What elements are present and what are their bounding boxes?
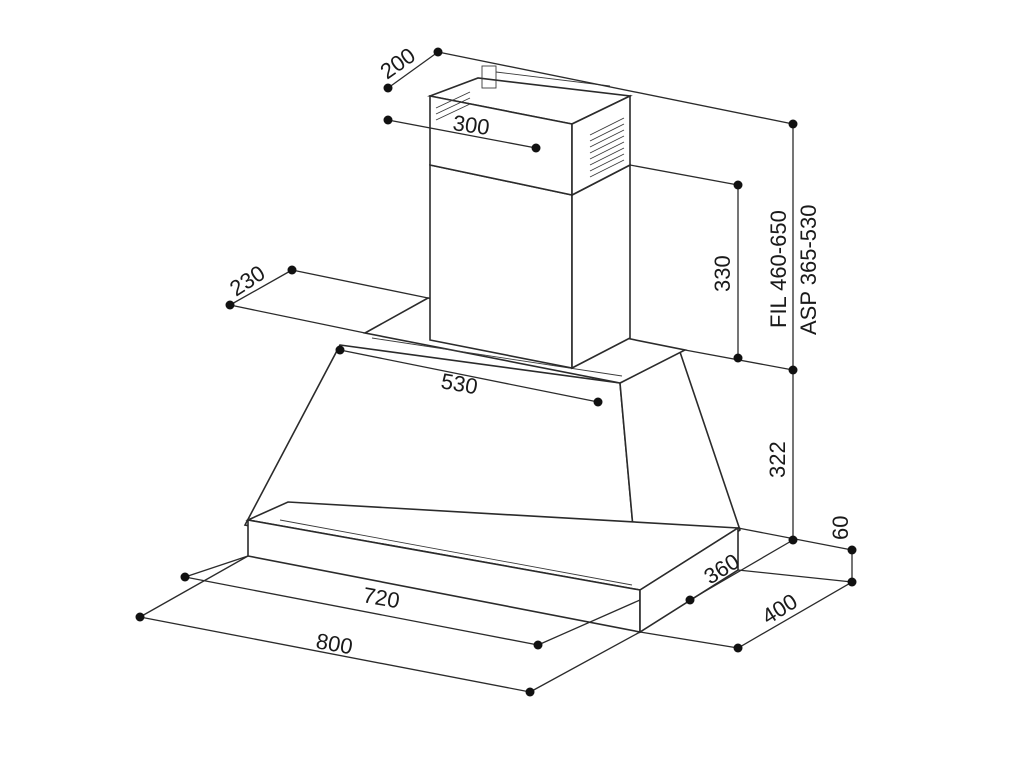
ext-line-720-right	[537, 599, 641, 646]
hood-body	[243, 65, 741, 634]
ext-line-400	[639, 631, 739, 649]
chimney-front-face	[429, 164, 573, 369]
ext-line-230-top	[291, 269, 429, 299]
ext-line-top	[437, 51, 794, 125]
label-200: 200	[376, 43, 420, 85]
ext-line-800-right	[529, 631, 641, 693]
ext-line-230-bottom	[229, 304, 366, 334]
chimney-side-face	[571, 163, 631, 370]
dim-line-530	[339, 349, 599, 403]
dim-line-720	[184, 576, 539, 646]
dimension-dots	[135, 47, 857, 697]
ext-line-800-left	[139, 555, 249, 618]
label-230: 230	[225, 260, 269, 301]
dim-line-400	[737, 581, 853, 649]
label-322: 322	[765, 441, 790, 478]
ext-line-720-left	[184, 555, 249, 578]
rim-inner-edge	[279, 519, 633, 586]
label-60: 60	[828, 516, 853, 540]
dim-line-300	[387, 119, 537, 149]
vent-slots-back	[435, 91, 471, 121]
label-800: 800	[314, 628, 355, 659]
ext-line-60-bottom	[737, 569, 853, 583]
label-330: 330	[710, 255, 735, 292]
label-720: 720	[361, 582, 402, 613]
dim-line-360	[689, 539, 794, 601]
label-asp: ASP 365-530	[796, 205, 821, 335]
label-fil: FIL 460-650	[766, 210, 791, 328]
dim-line-230	[229, 269, 293, 306]
vent-slots-side	[589, 117, 625, 178]
dim-line-200	[387, 51, 439, 89]
mounting-bracket	[481, 65, 497, 89]
top-plate-edge	[371, 337, 623, 377]
dim-line-800	[139, 616, 531, 693]
ext-line-330-top	[629, 164, 739, 186]
label-400: 400	[757, 589, 801, 630]
dimension-lines	[139, 51, 853, 693]
label-300: 300	[451, 110, 491, 140]
